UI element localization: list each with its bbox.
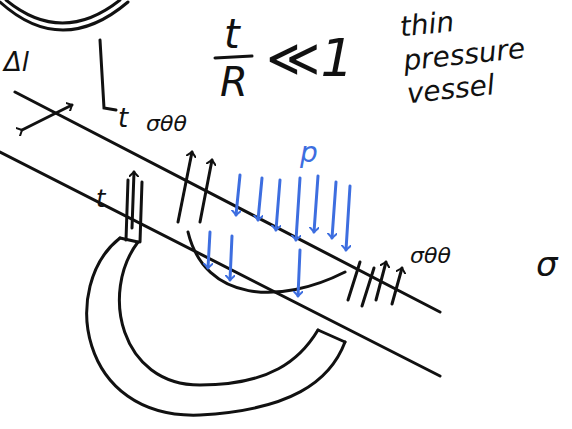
note-label: thin pressure vessel	[398, 0, 568, 111]
stress-label: σ	[536, 246, 558, 283]
fraction-numerator: t	[224, 12, 240, 56]
stress-label: σθθ	[146, 112, 187, 136]
inequality-label: ≪1	[266, 30, 354, 87]
length-label: Δl	[4, 48, 29, 77]
fraction-denominator: R	[220, 60, 248, 104]
stress-label: σθθ	[410, 244, 451, 268]
dimension-label: t	[118, 104, 128, 133]
thickness-label: t	[96, 186, 105, 212]
pressure-arrows	[208, 175, 350, 296]
vessel-outline	[0, 0, 440, 415]
pressure-label: p	[300, 138, 318, 169]
